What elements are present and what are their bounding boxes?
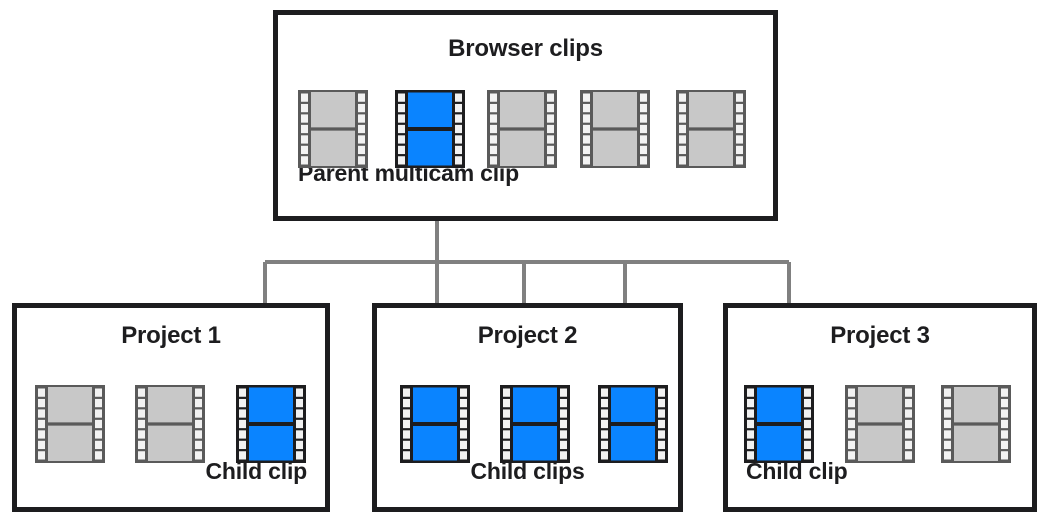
browser-clip-3-icon[interactable] bbox=[487, 90, 557, 173]
browser-clip-1-icon[interactable] bbox=[298, 90, 368, 173]
project-2-title: Project 2 bbox=[477, 322, 578, 349]
project2-clip-3-icon[interactable] bbox=[598, 385, 668, 468]
browser-clips-title: Browser clips bbox=[448, 35, 603, 62]
project3-clip-1-icon[interactable] bbox=[744, 385, 814, 468]
browser-clip-4-icon[interactable] bbox=[580, 90, 650, 173]
project-3-title: Project 3 bbox=[830, 322, 930, 349]
project2-clip-1-icon[interactable] bbox=[400, 385, 470, 468]
project1-clip-3-icon[interactable] bbox=[236, 385, 306, 468]
project1-clip-2-icon[interactable] bbox=[135, 385, 205, 468]
project3-clip-3-icon[interactable] bbox=[941, 385, 1011, 468]
project1-clip-1-icon[interactable] bbox=[35, 385, 105, 468]
project-1-title: Project 1 bbox=[121, 322, 221, 349]
browser-clip-2-icon[interactable] bbox=[395, 90, 465, 173]
project3-clip-2-icon[interactable] bbox=[845, 385, 915, 468]
browser-clip-5-icon[interactable] bbox=[676, 90, 746, 173]
project2-clip-2-icon[interactable] bbox=[500, 385, 570, 468]
